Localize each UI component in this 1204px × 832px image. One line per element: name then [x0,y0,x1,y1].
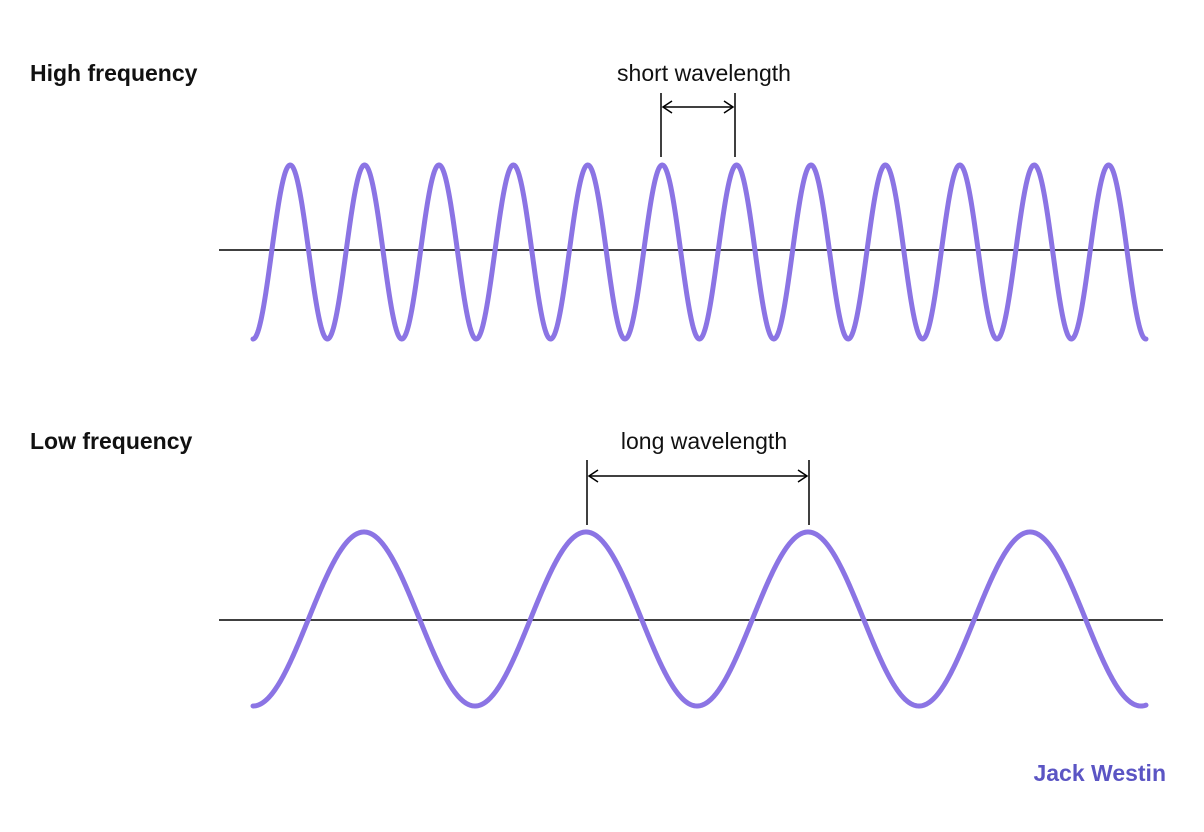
low-frequency-wave [250,529,1149,709]
brand-logo-text: Jack Westin [1033,760,1166,786]
long-wavelength-arrow [587,469,809,483]
low-frequency-title: Low frequency [30,428,193,454]
high-frequency-wave [250,162,1149,342]
short-wavelength-arrow [661,100,735,114]
short-wavelength-label: short wavelength [617,60,791,86]
high-frequency-title: High frequency [30,60,198,86]
long-wavelength-label: long wavelength [620,428,788,454]
